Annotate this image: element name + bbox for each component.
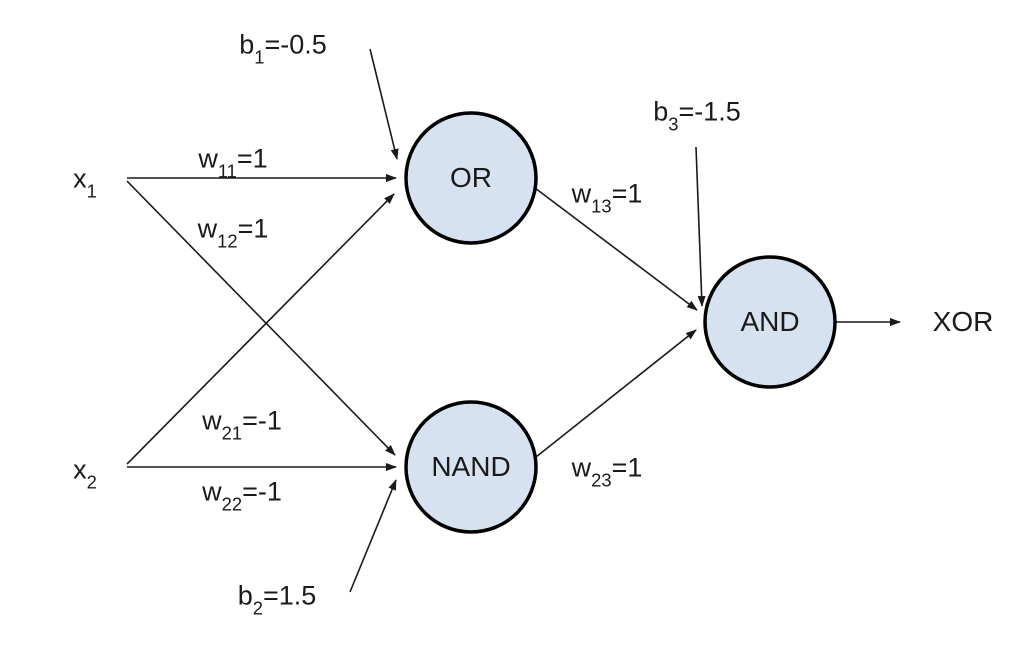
edge-x1-to-nand [126,180,396,456]
edge-bias1-to-or [369,48,399,160]
input-label-x2: x2 [73,454,97,493]
input-label-x1: x1 [73,163,97,202]
or-node-circle [404,111,538,245]
weight-label-w22: w22=-1 [202,476,282,515]
edge-x2-to-or [126,193,395,465]
and-node-circle [703,255,837,389]
weight-label-w12: w12=1 [197,213,269,252]
bias-label-b2: b2=1.5 [237,580,317,619]
bias-label-b1: b1=-0.5 [239,29,327,68]
edge-bias3-to-and [695,146,706,307]
weight-label-w11: w11=1 [198,143,268,182]
nand-node-circle [404,400,538,534]
output-label-xor: XOR [932,306,994,337]
and-node-label: AND [740,306,800,337]
edge-or-to-and [534,187,698,311]
or-node-label: OR [450,162,492,193]
weight-label-w23: w23=1 [571,452,643,491]
weight-label-w13: w13=1 [571,178,643,217]
edge-bias2-to-nand [349,479,397,593]
nand-node-label: NAND [431,451,511,482]
edge-nand-to-and [535,329,697,458]
weight-label-w21: w21=-1 [202,405,282,444]
bias-label-b3: b3=-1.5 [653,96,741,135]
